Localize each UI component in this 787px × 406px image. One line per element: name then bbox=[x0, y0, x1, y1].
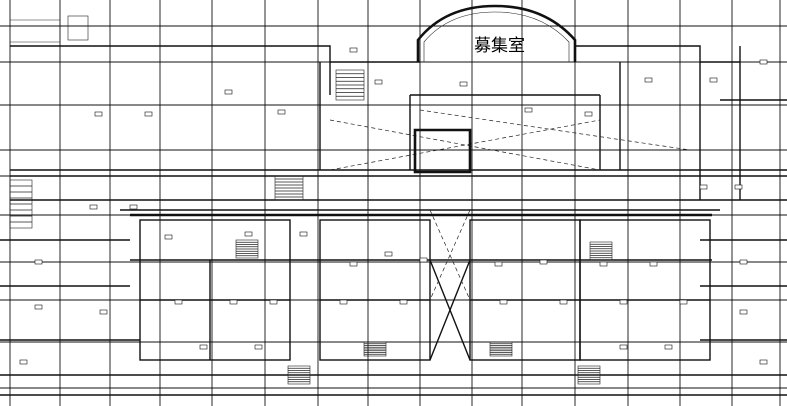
room-tag bbox=[524, 107, 533, 113]
room-tag bbox=[224, 89, 233, 95]
room-tag bbox=[277, 109, 286, 115]
room-tag bbox=[739, 259, 748, 265]
room-tag bbox=[174, 299, 183, 305]
room-tag bbox=[349, 47, 358, 53]
room-tag bbox=[299, 231, 308, 237]
room-tag bbox=[89, 204, 98, 210]
room-tag bbox=[419, 257, 428, 263]
room-tag bbox=[759, 59, 768, 65]
room-tag bbox=[734, 184, 743, 190]
room-tag bbox=[164, 234, 173, 240]
room-tag bbox=[94, 111, 103, 117]
room-tag bbox=[129, 204, 138, 210]
room-tag bbox=[144, 111, 153, 117]
recruitment-room-outline bbox=[416, 4, 577, 62]
room-tag bbox=[19, 359, 28, 365]
main-walls bbox=[0, 15, 787, 396]
room-tag bbox=[499, 299, 508, 305]
room-tag bbox=[349, 261, 358, 267]
room-tag bbox=[494, 261, 503, 267]
room-tag bbox=[739, 309, 748, 315]
highlighted-bay bbox=[413, 128, 472, 174]
room-tags bbox=[19, 47, 768, 365]
room-tag bbox=[229, 299, 238, 305]
room-tag bbox=[269, 299, 278, 305]
room-tag bbox=[399, 299, 408, 305]
room-tag bbox=[644, 77, 653, 83]
room-tag bbox=[199, 344, 208, 350]
room-tag bbox=[709, 77, 718, 83]
room-tag bbox=[99, 309, 108, 315]
room-tag bbox=[374, 79, 383, 85]
atrium-void-diagonals bbox=[329, 109, 691, 301]
room-tag bbox=[664, 344, 673, 350]
room-tag bbox=[339, 299, 348, 305]
room-tag bbox=[559, 299, 568, 305]
stairs bbox=[9, 69, 613, 385]
room-tag bbox=[649, 261, 658, 267]
room-tag bbox=[584, 111, 593, 117]
room-title: 募集室 bbox=[474, 36, 525, 56]
room-tag bbox=[244, 231, 253, 237]
room-tag bbox=[384, 251, 393, 257]
room-tag bbox=[459, 81, 468, 87]
room-tag bbox=[679, 299, 688, 305]
room-tag bbox=[619, 299, 628, 305]
room-tag bbox=[699, 184, 708, 190]
room-tag bbox=[34, 259, 43, 265]
room-tag bbox=[619, 344, 628, 350]
room-tag bbox=[254, 344, 263, 350]
room-tag bbox=[599, 261, 608, 267]
room-tag bbox=[34, 304, 43, 310]
room-tag bbox=[759, 359, 768, 365]
room-tag bbox=[539, 259, 548, 265]
